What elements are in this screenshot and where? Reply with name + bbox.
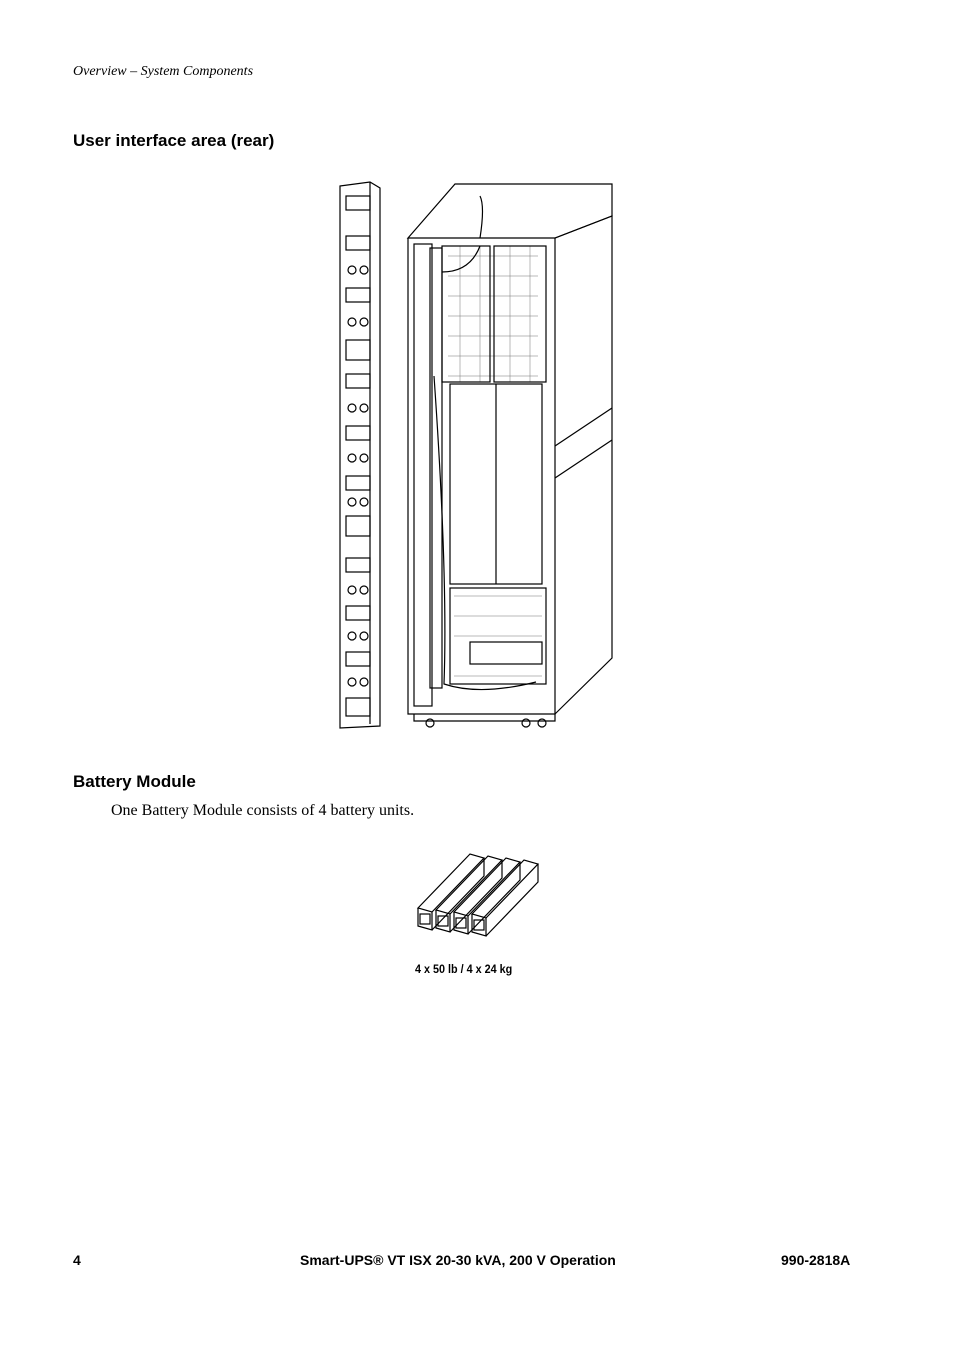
battery-units-illustration: [416, 853, 540, 937]
section-heading-rear: User interface area (rear): [73, 131, 275, 150]
page-number: 4: [73, 1252, 81, 1268]
running-header: Overview – System Components: [73, 64, 254, 79]
cabinet-rear-illustration: [339, 181, 613, 729]
footer-product-title: Smart-UPS® VT ISX 20-30 kVA, 200 V Opera…: [300, 1252, 616, 1268]
battery-description: One Battery Module consists of 4 battery…: [111, 802, 415, 819]
battery-weight-caption: 4 x 50 lb / 4 x 24 kg: [415, 962, 513, 976]
footer-doc-number: 990-2818A: [781, 1252, 851, 1268]
section-heading-battery: Battery Module: [73, 772, 196, 791]
